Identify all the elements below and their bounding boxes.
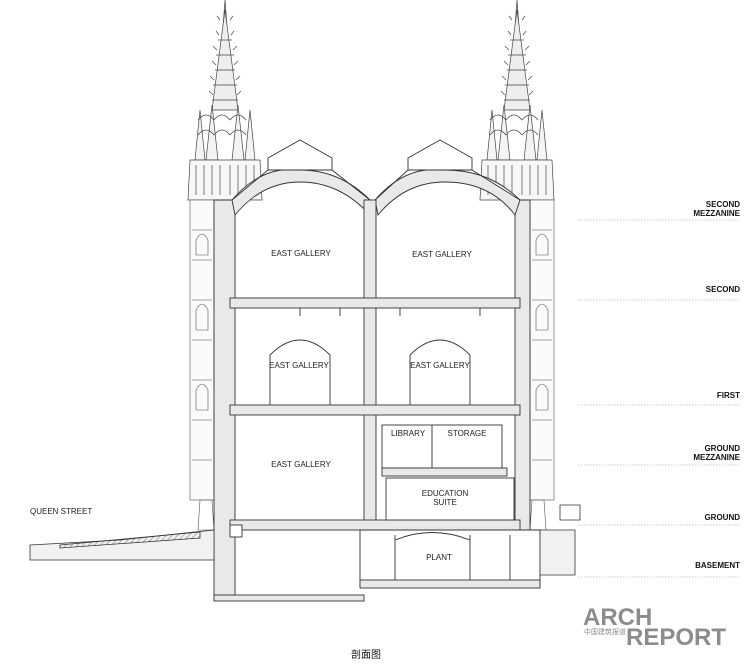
label-education-1: EDUCATION — [422, 489, 469, 498]
left-tower-facade — [189, 199, 215, 531]
archreport-logo: ARCH 中国建筑报道 REPORT — [583, 604, 726, 651]
label-library: LIBRARY — [391, 429, 426, 438]
street-label: QUEEN STREET — [30, 507, 92, 516]
level-label-ground: GROUND — [704, 513, 740, 522]
figure-caption: 剖面图 — [351, 648, 381, 661]
label-east-gallery-g: EAST GALLERY — [271, 460, 331, 469]
street-ground — [29, 504, 581, 576]
label-east-gallery-1a: EAST GALLERY — [269, 361, 329, 370]
right-tower-facade — [529, 199, 555, 531]
label-plant: PLANT — [426, 553, 452, 562]
level-label-second-mezzanine-1: SECOND — [706, 200, 740, 209]
level-label-basement: BASEMENT — [695, 561, 740, 570]
right-spire — [479, 0, 555, 201]
logo-line1: ARCH — [583, 604, 652, 631]
logo-line2: REPORT — [626, 624, 726, 651]
label-education-2: SUITE — [433, 498, 457, 507]
level-label-second: SECOND — [706, 285, 740, 294]
label-east-gallery-1b: EAST GALLERY — [410, 361, 470, 370]
level-label-ground-mezzanine-1: GROUND — [704, 444, 740, 453]
logo-sub: 中国建筑报道 — [584, 627, 626, 636]
level-label-second-mezzanine-2: MEZZANINE — [693, 209, 740, 218]
label-east-gallery-2b: EAST GALLERY — [412, 250, 472, 259]
level-label-first: FIRST — [717, 391, 740, 400]
level-label-ground-mezzanine-2: MEZZANINE — [693, 453, 740, 462]
label-storage: STORAGE — [448, 429, 487, 438]
left-spire — [187, 0, 263, 201]
building-section — [213, 139, 541, 602]
label-east-gallery-2a: EAST GALLERY — [271, 249, 331, 258]
level-lines — [578, 219, 740, 578]
